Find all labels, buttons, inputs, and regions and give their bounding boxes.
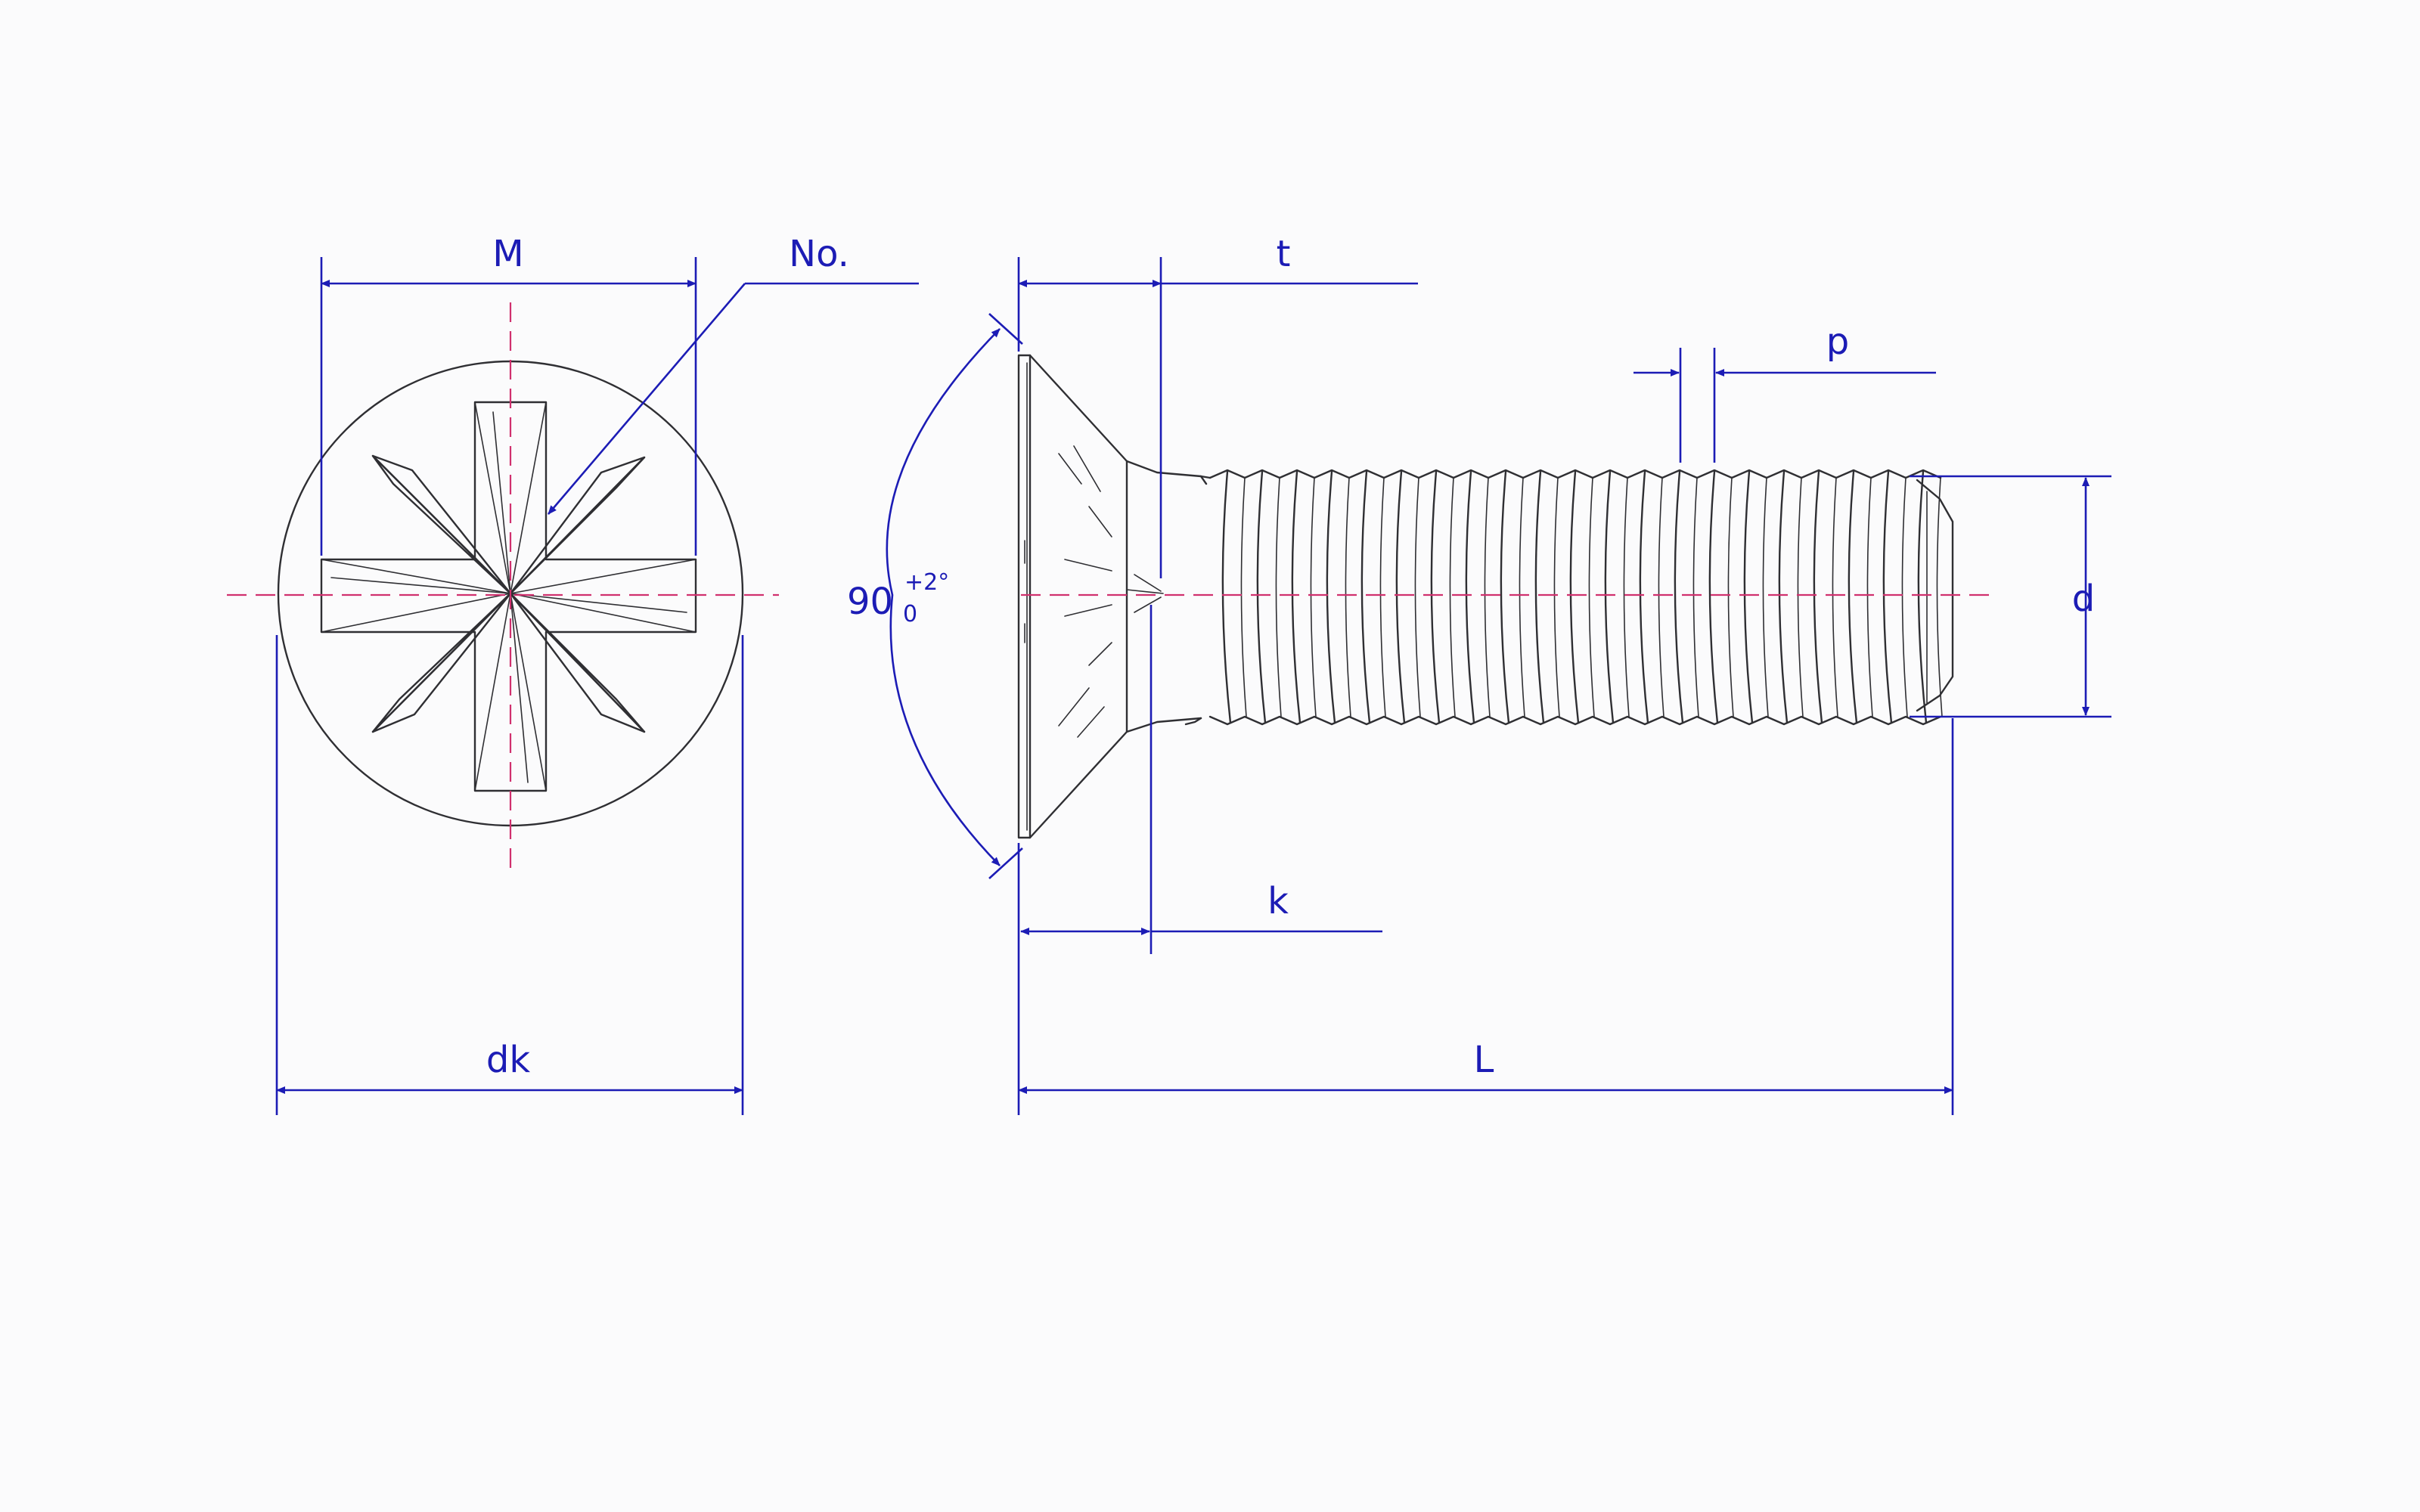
thread-root [1588,477,1595,717]
thread-root [1275,477,1282,717]
dim-M [320,257,697,556]
label-M: M [492,233,523,275]
screw-head [1017,354,1032,839]
thread-root [1519,477,1525,717]
thread-root [1623,477,1630,717]
thread-crest [1326,470,1336,724]
thread-root [1727,477,1734,717]
thread-root [1658,477,1665,717]
label-d: d [2072,578,2095,620]
dim-d [1910,475,2111,718]
thread-crest [1743,470,1754,724]
thread-crest [1500,470,1510,724]
thread-envelope [1184,475,1212,726]
thread-crest [1708,470,1719,724]
thread-root [1692,477,1699,717]
recess-hatch [1024,445,1164,738]
thread-crest [1291,470,1302,724]
thread-root [1797,477,1804,717]
thread-crest [1674,470,1684,724]
thread-tip [1916,479,1954,712]
side-view: 90 +2° 0 t p d [847,233,2111,1115]
thread-profile [1208,715,1942,726]
recess-facets [321,401,697,792]
dim-t [1017,257,1418,578]
thread-root [1936,477,1943,717]
thread-crest [1465,470,1475,724]
thread-root [1449,477,1456,717]
thread-root [1832,477,1838,717]
thread-root [1484,477,1491,717]
thread-profile [1208,469,1942,479]
thread-crest [1569,470,1580,724]
label-p: p [1826,321,1849,363]
countersink-cone [1028,354,1208,839]
thread-root [1240,477,1247,717]
thread-crest [1813,470,1823,724]
thread-body [1208,469,1943,726]
leader-No [548,282,919,515]
thread-root [1553,477,1560,717]
label-L: L [1474,1039,1494,1081]
thread-crest [1848,470,1858,724]
dim-angle [886,313,1023,879]
label-tol-upper: +2° [904,569,949,596]
pozidriv-spikes [371,454,646,733]
thread-root [1379,477,1386,717]
thread-root [1414,477,1421,717]
thread-root [1901,477,1908,717]
thread-root [1310,477,1317,717]
thread-root [1762,477,1769,717]
dim-p [1634,348,1936,463]
thread-crest [1360,470,1371,724]
label-tol-lower: 0 [903,601,917,627]
label-dk: dk [486,1039,530,1081]
label-No: No. [789,233,849,275]
thread-crest [1917,470,1928,724]
thread-crest [1430,470,1441,724]
thread-crest [1256,470,1267,724]
dim-k [1020,605,1382,954]
head-view: M No. dk [227,233,919,1115]
label-k: k [1267,880,1289,922]
thread-crest [1882,470,1893,724]
thread-crest [1604,470,1615,724]
dim-dk [275,635,744,1115]
thread-root [1345,477,1351,717]
thread-crest [1639,470,1649,724]
dim-L [1017,718,1954,1115]
thread-crest [1534,470,1545,724]
thread-crest [1778,470,1789,724]
thread-root [1866,477,1873,717]
label-t: t [1277,233,1291,275]
thread-crest [1395,470,1406,724]
thread-crest [1221,470,1232,724]
label-angle: 90 [847,581,893,623]
